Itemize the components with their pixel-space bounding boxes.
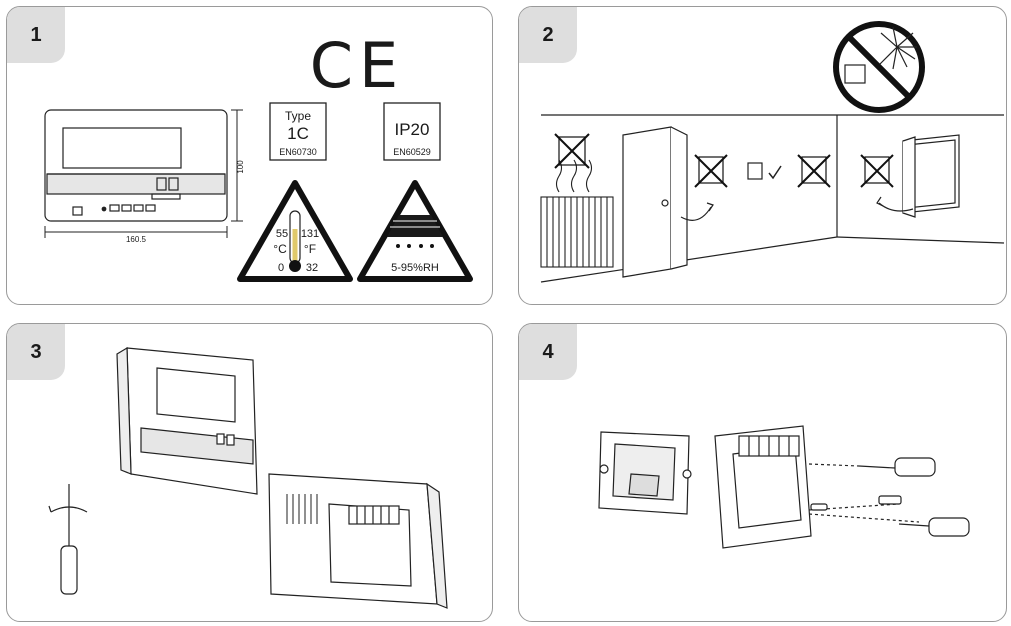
panel-2: 2 (518, 6, 1007, 305)
dimension-lines (44, 109, 243, 238)
wall-box-icon (268, 473, 448, 609)
panel-4: 4 (518, 323, 1007, 622)
panel-1-drawing: 100 160.5 CE Type 1C EN60730 IP20 EN6052… (44, 29, 473, 282)
ce-mark-icon: CE (310, 29, 404, 102)
radiator-icon (540, 159, 614, 268)
type-box-standard: EN60730 (279, 147, 317, 157)
temp-max-f: 131 (301, 228, 319, 240)
type-box (269, 102, 327, 161)
screw-icon (808, 463, 920, 523)
temp-min-f: 32 (306, 262, 318, 274)
panel-4-drawing (598, 425, 970, 549)
panel-2-drawing (540, 21, 1005, 283)
check-icon (768, 165, 782, 180)
room-outline (540, 114, 1005, 283)
ip-box (383, 102, 441, 161)
temp-min-c: 0 (278, 262, 284, 274)
dimension-width: 160.5 (126, 235, 147, 244)
cross-icon (860, 154, 894, 188)
step-number-3: 3 (7, 324, 65, 380)
thermostat-icon (116, 346, 258, 495)
type-box-value: 1C (287, 124, 309, 143)
panel-3-drawing (48, 346, 448, 609)
window-icon (876, 134, 960, 218)
screwdriver-icon (48, 484, 88, 595)
cross-icon (554, 133, 590, 169)
panel-1: 100 160.5 CE Type 1C EN60730 IP20 EN6052… (6, 6, 493, 305)
no-direct-sunlight-icon (833, 21, 925, 113)
step-number-2: 2 (519, 7, 577, 63)
temp-unit-f: °F (304, 242, 316, 256)
thermostat-icon (747, 162, 763, 180)
ip-box-value: IP20 (395, 120, 430, 139)
humidity-range: 5-95%RH (391, 262, 439, 274)
temp-max-c: 55 (276, 228, 288, 240)
thermometer-warning-icon (237, 180, 353, 282)
wall-box-icon (598, 431, 692, 515)
step-number-1: 1 (7, 7, 65, 63)
door-icon (622, 126, 714, 278)
dimension-height: 100 (236, 160, 245, 174)
temp-unit-c: °C (273, 242, 287, 256)
cross-icon (694, 154, 728, 188)
thermostat-front-icon (44, 109, 228, 222)
ip-box-standard: EN60529 (393, 147, 431, 157)
humidity-warning-icon (357, 180, 473, 282)
panel-3: 3 (6, 323, 493, 622)
screwdriver-icon (858, 457, 970, 537)
type-box-title: Type (285, 109, 311, 123)
step-number-4: 4 (519, 324, 577, 380)
thermostat-icon (714, 425, 812, 549)
cross-icon (797, 154, 831, 188)
